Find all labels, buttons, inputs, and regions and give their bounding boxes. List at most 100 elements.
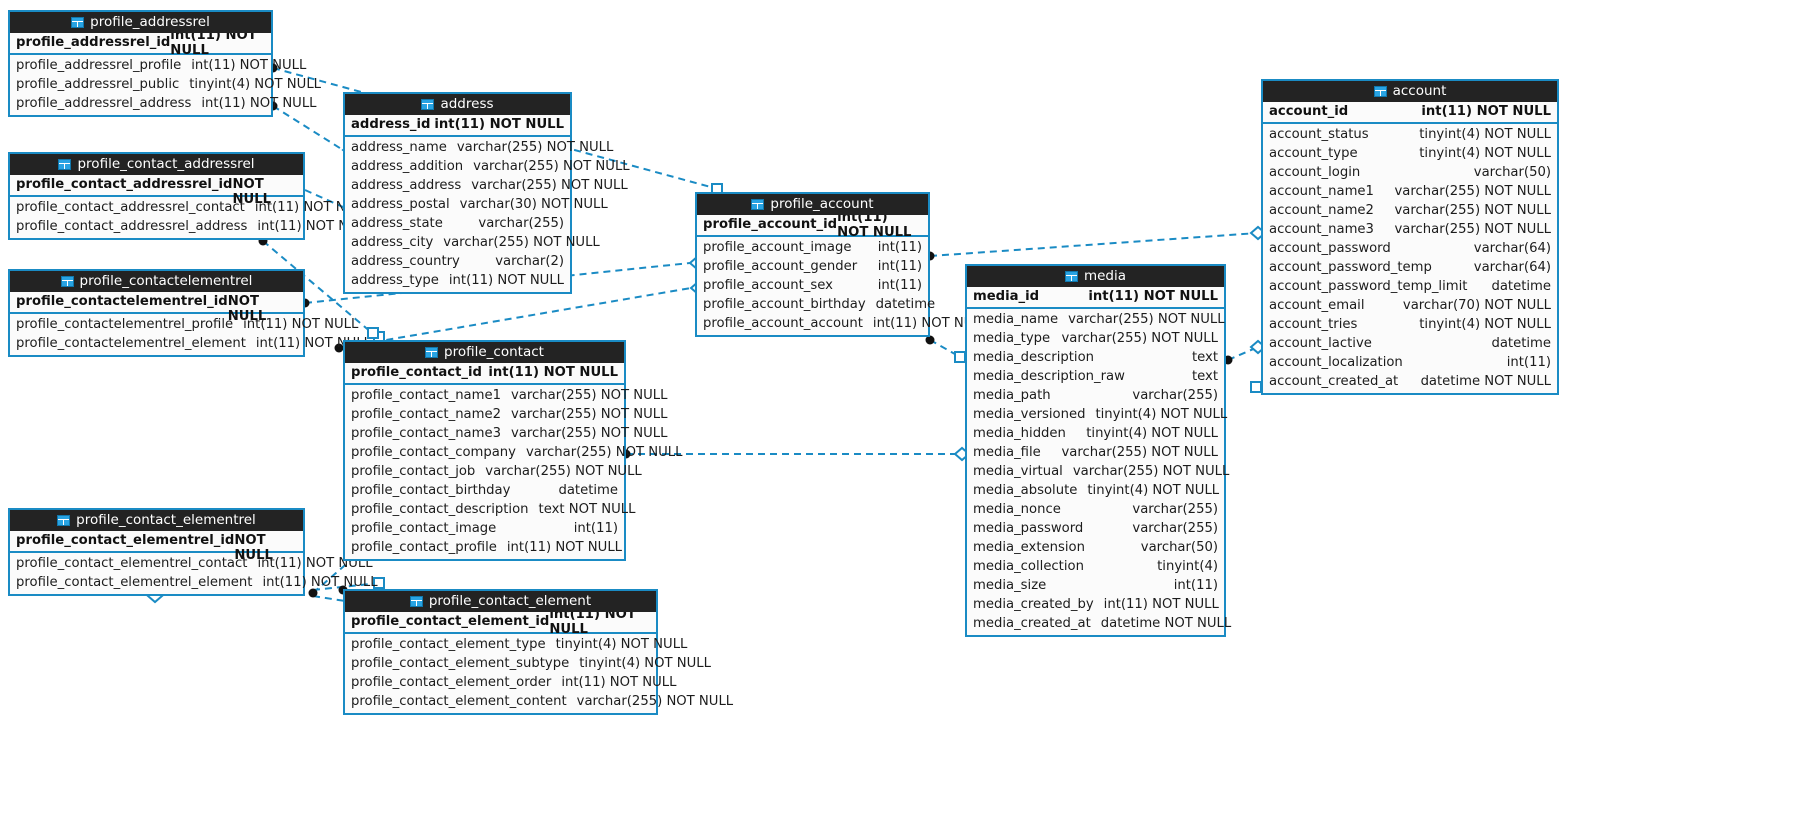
table-header-profile_contact_addressrel[interactable]: profile_contact_addressrel (10, 154, 303, 175)
table-header-profile_contact_element[interactable]: profile_contact_element (345, 591, 656, 612)
table-header-profile_account[interactable]: profile_account (697, 194, 928, 215)
table-header-profile_addressrel[interactable]: profile_addressrel (10, 12, 271, 33)
table-header-profile_contact[interactable]: profile_contact (345, 342, 624, 363)
table-header-account[interactable]: account (1263, 81, 1557, 102)
field-name: profile_contact_name1 (351, 388, 501, 403)
field-name: profile_contact_job (351, 464, 476, 479)
table-header-profile_contactelementrel[interactable]: profile_contactelementrel (10, 271, 303, 292)
table-header-media[interactable]: media (967, 266, 1224, 287)
field-name: media_path (973, 388, 1051, 403)
table-header-profile_contact_elementrel[interactable]: profile_contact_elementrel (10, 510, 303, 531)
table-header-address[interactable]: address (345, 94, 570, 115)
table-title: profile_contact_addressrel (77, 156, 255, 172)
